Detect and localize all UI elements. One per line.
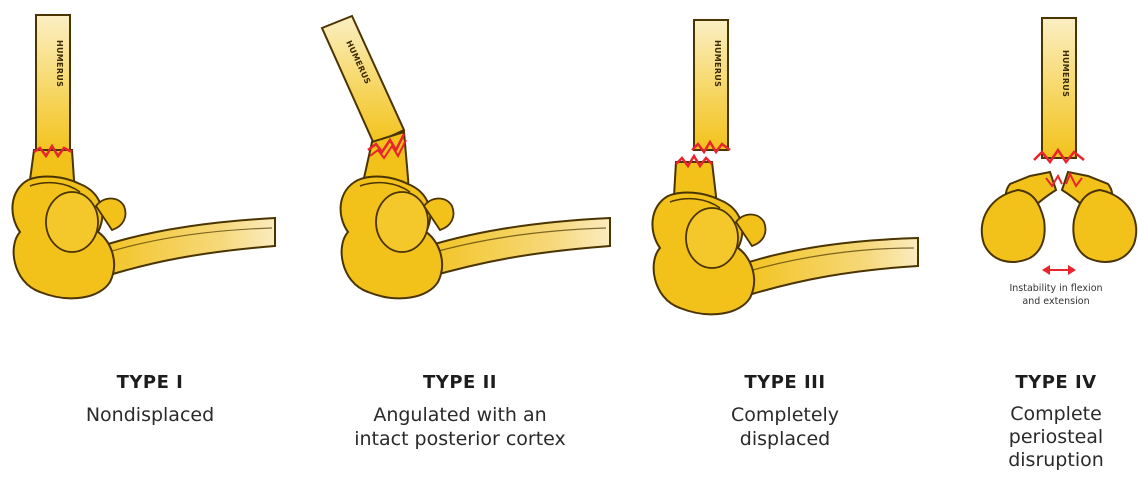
type-3-title: TYPE III — [680, 372, 890, 393]
humerus-label: HUMERUS — [55, 40, 64, 87]
type-1-title: TYPE I — [40, 372, 260, 393]
type-4-description: Complete periosteal disruption — [978, 403, 1134, 472]
type-4-title: TYPE IV — [978, 372, 1134, 393]
type-2-caption: TYPE II Angulated with an intact posteri… — [310, 372, 610, 451]
type-2-description: Angulated with an intact posterior corte… — [310, 403, 610, 451]
type-1-description: Nondisplaced — [40, 403, 260, 427]
instability-arrow-icon — [1042, 265, 1076, 275]
humerus-label: HUMERUS — [1061, 50, 1070, 97]
type-4-caption: TYPE IV Complete periosteal disruption — [978, 372, 1134, 472]
right-fragment — [1073, 190, 1136, 262]
type-3-elbow-illustration: HUMERUS — [652, 20, 918, 314]
instability-note: Instability in flexion and extension — [976, 282, 1136, 308]
type-1-caption: TYPE I Nondisplaced — [40, 372, 260, 427]
type-3-caption: TYPE III Completely displaced — [680, 372, 890, 451]
humerus-label: HUMERUS — [713, 40, 722, 87]
type-2-title: TYPE II — [310, 372, 610, 393]
type-4-elbow-illustration: HUMERUS — [982, 18, 1136, 275]
type-1-elbow-illustration: HUMERUS — [12, 15, 275, 298]
type-2-elbow-illustration: HUMERUS — [322, 16, 610, 298]
left-fragment — [982, 190, 1045, 262]
type-3-description: Completely displaced — [680, 403, 890, 451]
